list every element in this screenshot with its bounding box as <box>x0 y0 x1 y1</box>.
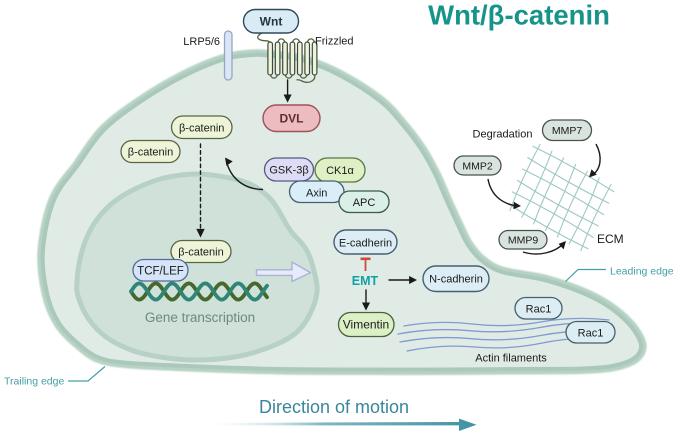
svg-text:β-catenin: β-catenin <box>179 123 224 135</box>
svg-text:GSK-3β: GSK-3β <box>269 165 308 177</box>
svg-text:LRP5/6: LRP5/6 <box>183 36 220 48</box>
svg-text:Rac1: Rac1 <box>578 328 604 340</box>
svg-text:Actin filaments: Actin filaments <box>475 353 547 365</box>
svg-text:Degradation: Degradation <box>473 129 533 141</box>
svg-text:N-cadherin: N-cadherin <box>429 274 483 286</box>
svg-text:Wnt: Wnt <box>260 15 283 29</box>
svg-text:Axin: Axin <box>306 188 327 200</box>
svg-text:Frizzled: Frizzled <box>315 36 354 48</box>
svg-text:E-cadherin: E-cadherin <box>339 238 392 250</box>
svg-text:CK1α: CK1α <box>326 165 354 177</box>
svg-text:MMP9: MMP9 <box>508 235 538 247</box>
svg-text:MMP2: MMP2 <box>462 161 492 173</box>
svg-text:MMP7: MMP7 <box>552 125 582 137</box>
svg-text:ECM: ECM <box>597 232 624 246</box>
svg-text:TCF/LEF: TCF/LEF <box>137 266 184 278</box>
svg-text:Leading edge: Leading edge <box>610 266 674 278</box>
svg-text:Wnt/β-catenin: Wnt/β-catenin <box>428 0 610 31</box>
svg-text:APC: APC <box>353 197 376 209</box>
svg-text:Trailing edge: Trailing edge <box>4 376 64 388</box>
svg-text:Rac1: Rac1 <box>526 304 552 316</box>
svg-text:β-catenin: β-catenin <box>128 147 173 159</box>
svg-text:Gene transcription: Gene transcription <box>145 310 255 325</box>
svg-text:Direction of motion: Direction of motion <box>259 397 409 417</box>
svg-text:β-catenin: β-catenin <box>178 247 223 259</box>
svg-text:Vimentin: Vimentin <box>343 318 389 332</box>
svg-text:DVL: DVL <box>280 112 304 126</box>
svg-text:EMT: EMT <box>352 274 379 288</box>
